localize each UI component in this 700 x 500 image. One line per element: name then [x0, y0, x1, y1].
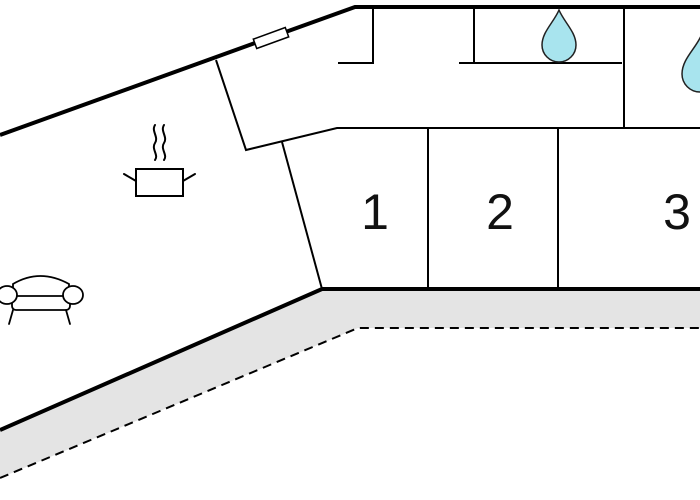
terrace-edge-dashed [0, 327, 700, 479]
outer-wall-top [0, 5, 700, 137]
water-drop-icon [541, 8, 577, 63]
interior-walls [215, 8, 700, 290]
window-icon [252, 26, 290, 50]
sofa-icon [0, 275, 84, 325]
room-number-2: 2 [486, 184, 514, 240]
cooking-pot-icon [123, 124, 196, 197]
terrace-area [0, 289, 700, 478]
room-number-1: 1 [361, 184, 389, 240]
water-drop-icon [681, 36, 700, 93]
room-number-3: 3 [663, 184, 691, 240]
